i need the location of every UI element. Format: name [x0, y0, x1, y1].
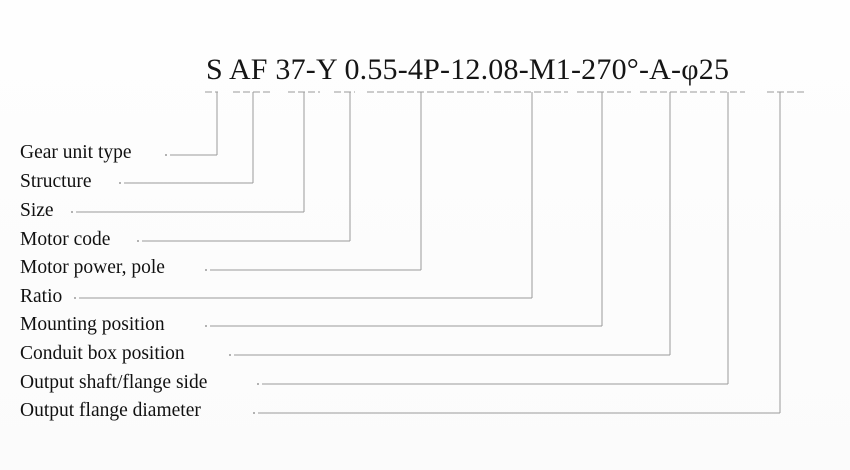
leader-dot — [137, 240, 139, 242]
leader-dot — [253, 412, 255, 414]
code-conduit-box-position: 270°- — [581, 53, 650, 86]
leader-dot — [71, 211, 73, 213]
label-size: Size — [20, 200, 54, 221]
label-motor-power-pole: Motor power, pole — [20, 257, 165, 278]
code-ratio: 12.08- — [450, 53, 529, 86]
code-output-flange-diameter: φ25 — [681, 53, 730, 86]
leader-dot — [257, 383, 259, 385]
leader-dot — [205, 325, 207, 327]
label-mounting-position: Mounting position — [20, 314, 165, 335]
code-structure: AF — [228, 53, 268, 86]
code-mounting-position: M1- — [528, 53, 582, 86]
model-code: S AF 37-Y 0.55-4P-12.08-M1-270°-A-φ25 — [206, 52, 729, 88]
label-motor-code: Motor code — [20, 229, 111, 250]
leader-dot — [229, 354, 231, 356]
code-motor-power-pole: 0.55-4P- — [344, 53, 451, 86]
code-gear-unit-type: S — [206, 53, 223, 86]
label-structure: Structure — [20, 171, 92, 192]
code-size: 37-Y — [275, 53, 337, 86]
code-output-shaft-flange-side: A- — [649, 53, 682, 86]
label-ratio: Ratio — [20, 286, 63, 307]
label-conduit-box-position: Conduit box position — [20, 343, 185, 364]
label-gear-unit-type: Gear unit type — [20, 142, 132, 163]
leader-dot — [165, 154, 167, 156]
leader-dot — [205, 269, 207, 271]
leader-dot — [119, 182, 121, 184]
label-output-shaft-flange-side: Output shaft/flange side — [20, 372, 208, 393]
label-output-flange-diameter: Output flange diameter — [20, 400, 201, 421]
leader-dot — [74, 297, 76, 299]
